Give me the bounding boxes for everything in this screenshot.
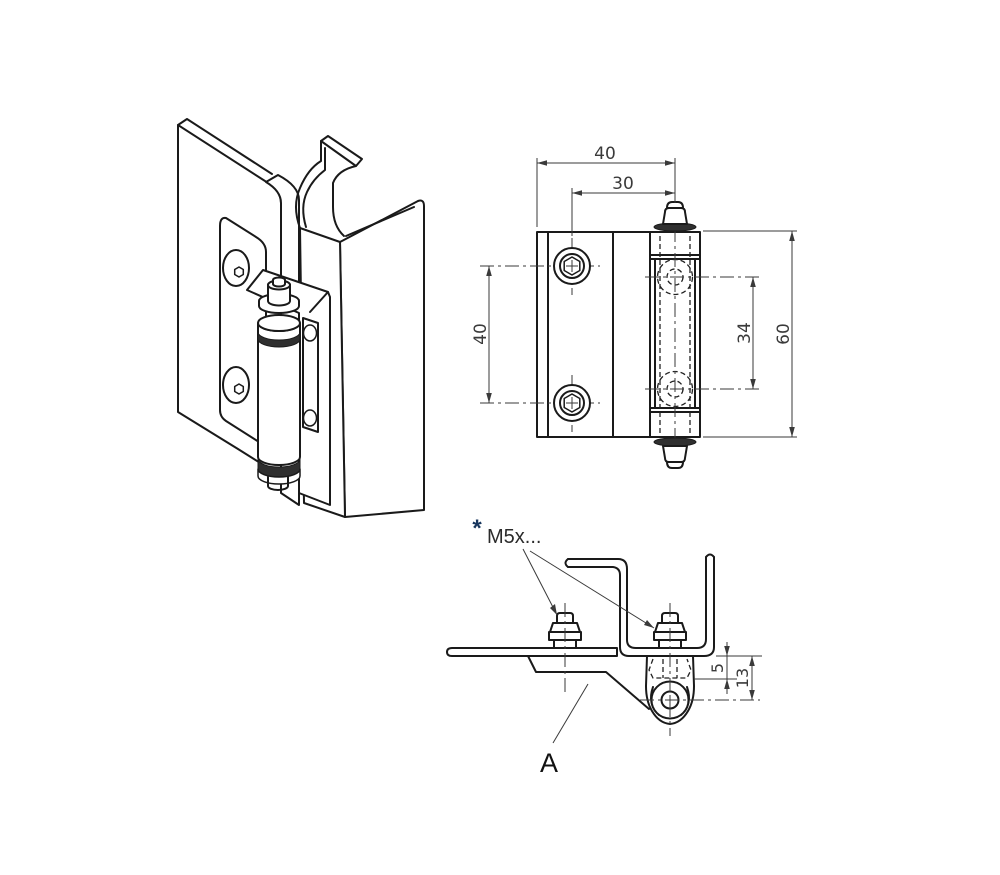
dim-overall-height: 60: [703, 230, 797, 438]
part-label-callout: A: [540, 683, 589, 778]
part-label-a: A: [540, 748, 558, 778]
dim-depth-small: 5: [694, 642, 762, 694]
thread-callout: * M5x...: [472, 515, 655, 629]
section-view: 5 13 * M5x... A: [446, 515, 762, 778]
thread-callout-asterisk: *: [472, 515, 482, 542]
dim-overall-height-label: 60: [774, 323, 794, 345]
dim-pin-hole-spacing-label: 34: [735, 322, 755, 344]
hinge-pin-cap-iso: [258, 276, 300, 314]
pin-bottom: [653, 437, 697, 469]
dim-depth-large: 13: [733, 656, 755, 700]
screw-hole-top: [553, 247, 591, 285]
hinge-barrel-iso: [257, 314, 301, 491]
section-outline: [446, 553, 715, 725]
dim-hole-spacing: 40: [471, 266, 492, 403]
dim-depth-large-label: 13: [733, 668, 752, 688]
centerlines-section: [564, 603, 760, 736]
countersunk-screw-bottom-iso: [222, 366, 250, 404]
dim-pin-hole-spacing: 34: [735, 277, 756, 389]
dim-overall-width-label: 40: [594, 144, 616, 164]
hinge-leaf-plate-iso: [219, 216, 267, 445]
dim-hole-to-pin: 30: [571, 174, 675, 236]
pin-top: [653, 201, 697, 232]
dim-hole-spacing-label: 40: [471, 323, 491, 345]
countersunk-screw-top-iso: [222, 249, 250, 287]
isometric-view: [177, 118, 425, 518]
thread-callout-label: M5x...: [487, 526, 541, 548]
screw-hole-bottom: [553, 384, 591, 422]
dim-hole-to-pin-label: 30: [612, 174, 634, 194]
dim-overall-width: 40: [536, 144, 676, 227]
hinge-assembly-iso: [219, 216, 331, 506]
front-view: 40 30 40 34 60: [471, 144, 797, 470]
dim-depth-small-label: 5: [708, 663, 727, 673]
